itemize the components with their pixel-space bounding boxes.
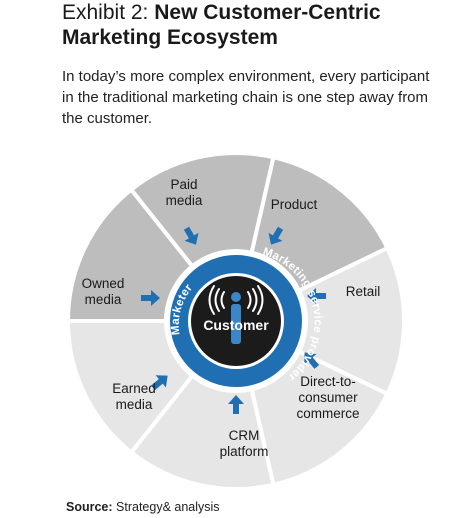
arrow-group — [141, 226, 326, 414]
source-text: Strategy& analysis — [112, 500, 220, 514]
segment-group — [65, 151, 406, 491]
customer-label: Customer — [203, 317, 269, 333]
signal-waves-icon — [208, 285, 264, 315]
segment-label-retail: Retail — [346, 284, 381, 299]
exhibit-title: Exhibit 2: New Customer-Centric Marketin… — [62, 0, 462, 50]
exhibit-subtitle: In today’s more complex environment, eve… — [62, 68, 430, 127]
title-lead: Exhibit 2: — [62, 1, 155, 24]
arrow-icon-paid-media — [183, 226, 199, 245]
segment-label-product: Product — [271, 197, 318, 212]
arrow-icon-product — [268, 226, 284, 245]
segment-owned-media — [128, 151, 276, 270]
source-label: Source: — [66, 500, 113, 514]
title-bold-line2: Marketing Ecosystem — [62, 26, 278, 49]
arrow-icon-earned-media — [151, 375, 168, 391]
arrow-icon-direct-to-consumer — [304, 352, 320, 369]
source-note: Source: Strategy& analysis — [66, 500, 220, 514]
arrow-icon-owned-media — [141, 290, 160, 306]
arrow-icon-retail — [307, 288, 326, 304]
customer-person-icon — [231, 292, 241, 344]
arrow-icon-crm-platform — [228, 395, 244, 414]
title-bold-line1: New Customer-Centric — [154, 1, 381, 24]
